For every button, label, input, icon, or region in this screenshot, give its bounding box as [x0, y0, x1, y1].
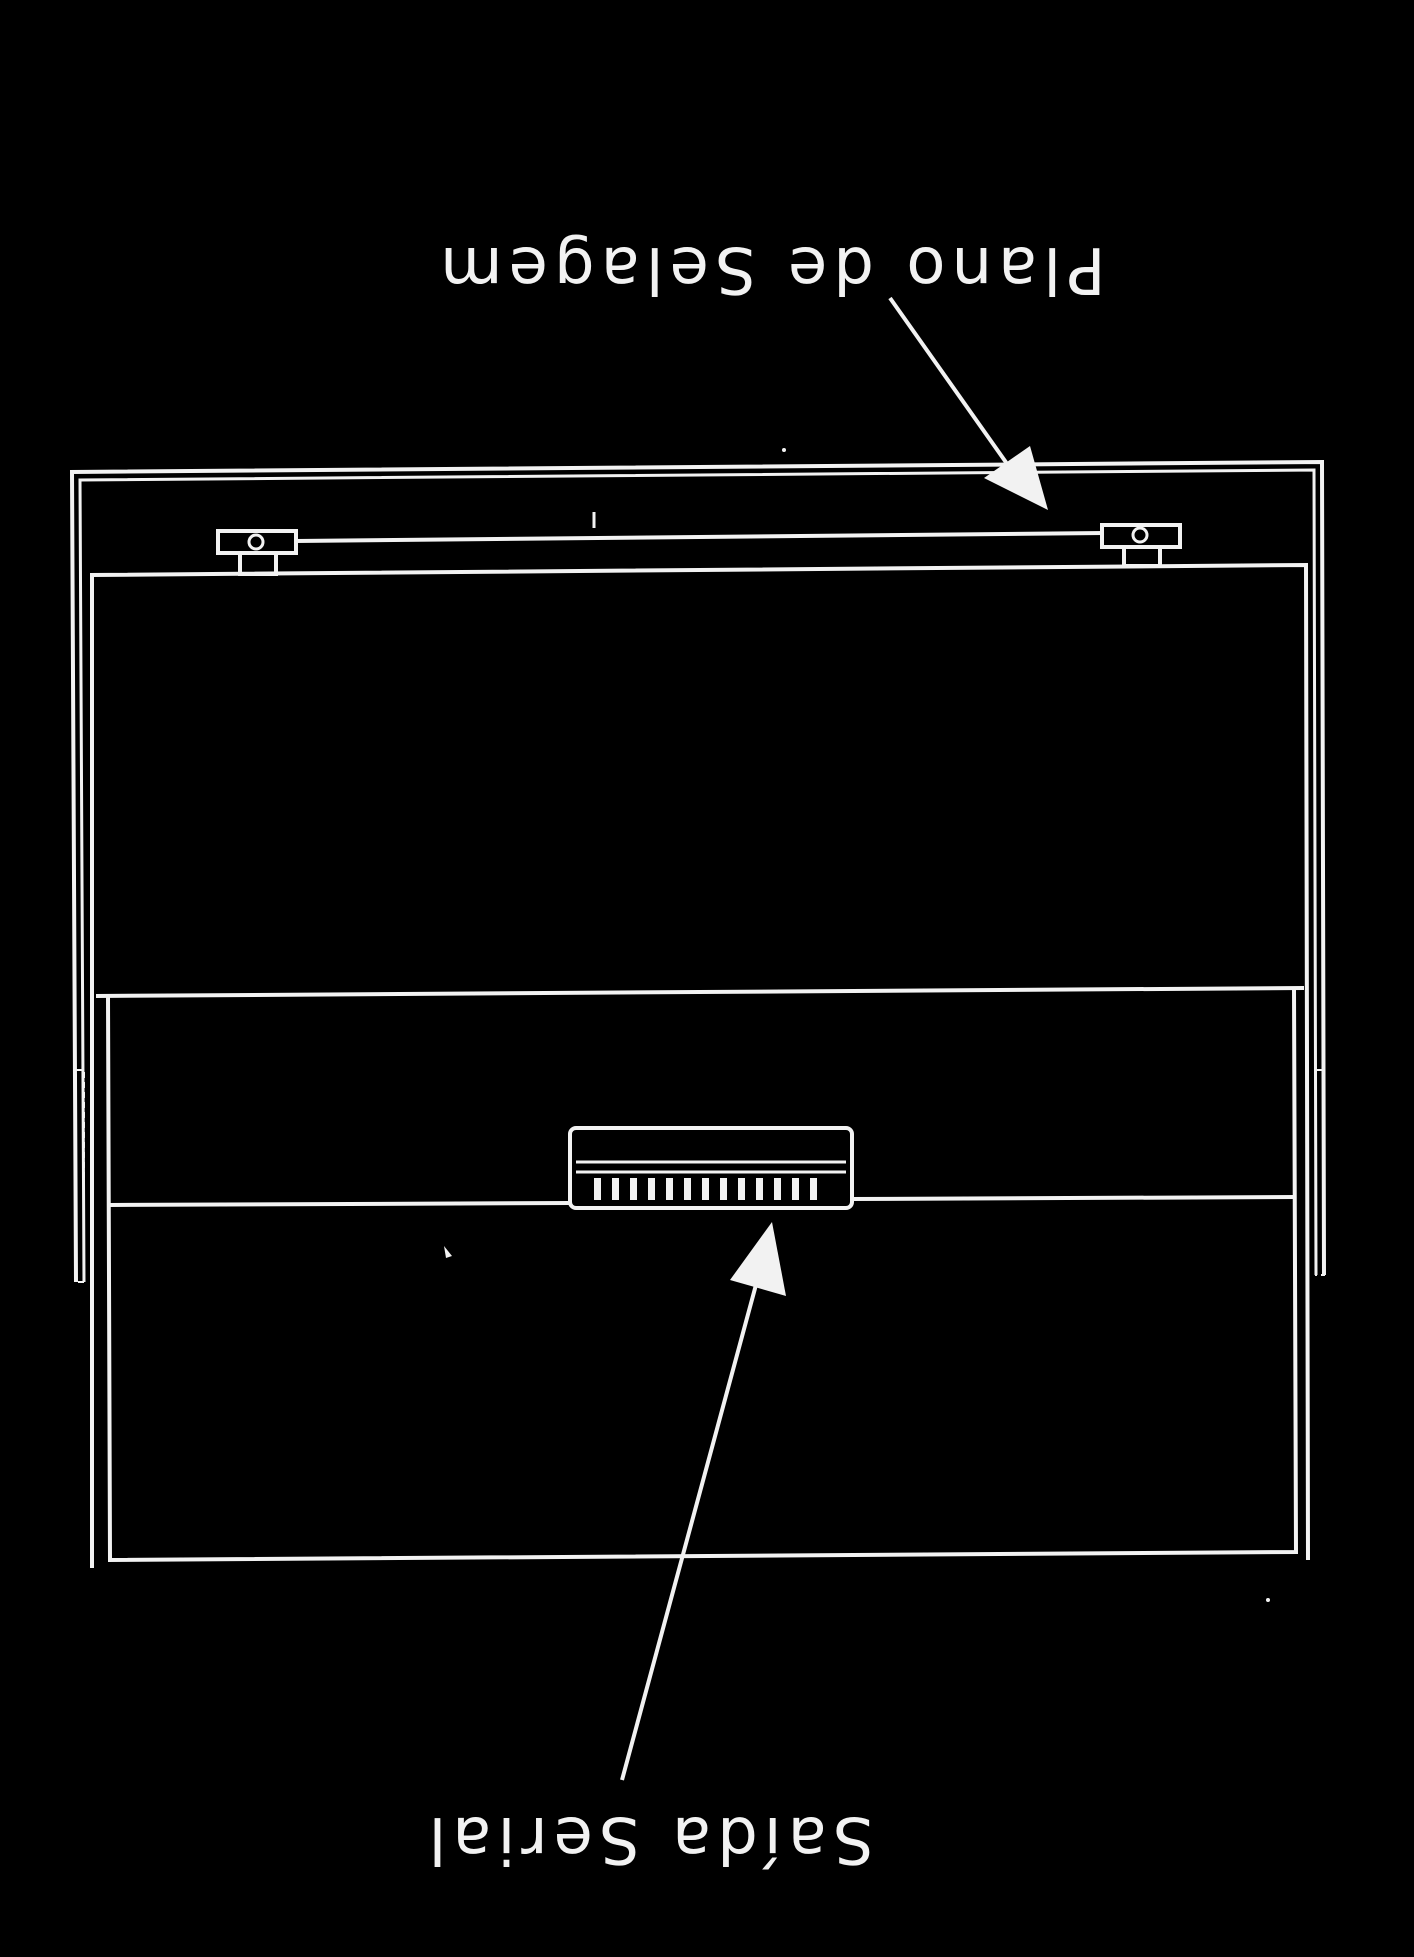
left-seal-bracket: [216, 529, 298, 576]
serial-connector: [568, 1126, 854, 1210]
right-seal-bracket: [1100, 523, 1182, 568]
sealing-plane-arrow: [888, 296, 1048, 510]
sealing-plane-label: Plano de Selagem: [434, 232, 1105, 306]
serial-output-label: Saída Serial: [423, 1802, 874, 1876]
scan-specks: [444, 448, 1270, 1602]
sealing-plane: [216, 512, 1182, 576]
connector-pins: [594, 1178, 817, 1200]
upper-panel: [90, 562, 1310, 1568]
lower-module: [106, 987, 1299, 1563]
outer-housing: [69, 459, 1326, 1283]
serial-output-arrow: [620, 1222, 786, 1781]
